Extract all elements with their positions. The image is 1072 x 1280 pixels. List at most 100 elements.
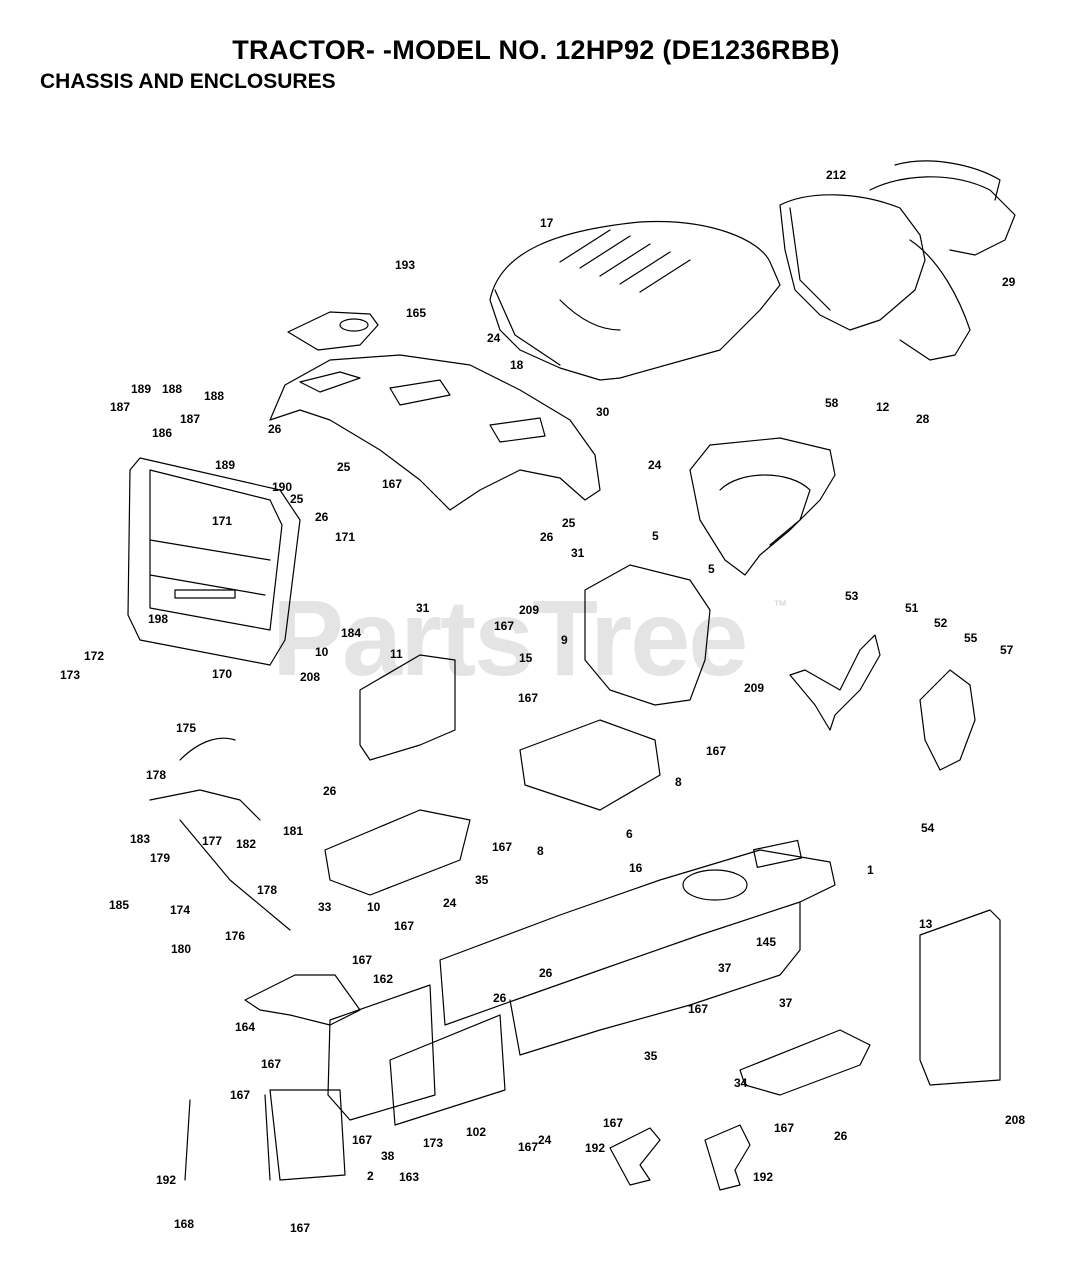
part-number-label: 145 xyxy=(756,935,777,949)
part-number-label: 192 xyxy=(753,1170,774,1184)
step-plate-part xyxy=(325,810,470,895)
part-number-label: 165 xyxy=(406,306,427,320)
cover-164-part xyxy=(245,975,360,1025)
part-number-label: 51 xyxy=(905,601,919,615)
part-number-label: 167 xyxy=(230,1088,251,1102)
part-number-label: 13 xyxy=(919,917,933,931)
part-number-label: 167 xyxy=(352,1133,373,1147)
footrest-part xyxy=(740,1030,870,1095)
bracket-38-right-part xyxy=(705,1125,750,1190)
firewall-plate-part xyxy=(585,565,710,705)
part-number-label: 180 xyxy=(171,942,192,956)
part-number-label: 167 xyxy=(261,1057,282,1071)
side-panel-162-part xyxy=(328,985,435,1120)
part-number-label: 177 xyxy=(202,834,223,848)
part-number-label: 178 xyxy=(257,883,278,897)
part-number-label: 24 xyxy=(487,331,501,345)
part-number-label: 167 xyxy=(774,1121,795,1135)
part-number-label: 37 xyxy=(779,996,793,1010)
part-number-label: 6 xyxy=(626,827,633,841)
part-number-label: 37 xyxy=(718,961,732,975)
heat-shield-part-inner xyxy=(720,475,810,545)
part-number-label: 193 xyxy=(395,258,416,272)
bracket-53-part xyxy=(790,635,880,730)
part-number-label: 209 xyxy=(519,603,540,617)
console-bracket-part xyxy=(360,655,455,760)
part-number-label: 102 xyxy=(466,1125,487,1139)
part-number-label: 18 xyxy=(510,358,524,372)
part-number-label: 26 xyxy=(834,1129,848,1143)
part-number-label: 173 xyxy=(423,1136,444,1150)
part-number-label: 26 xyxy=(493,991,507,1005)
page-title: TRACTOR- -MODEL NO. 12HP92 (DE1236RBB) xyxy=(232,35,840,65)
part-number-label: 5 xyxy=(652,529,659,543)
part-number-label: 171 xyxy=(212,514,233,528)
part-number-label: 208 xyxy=(300,670,321,684)
part-number-label: 52 xyxy=(934,616,948,630)
part-number-label: 58 xyxy=(825,396,839,410)
part-number-label: 182 xyxy=(236,837,257,851)
part-number-label: 26 xyxy=(323,784,337,798)
part-number-label: 26 xyxy=(540,530,554,544)
part-number-label: 1 xyxy=(867,863,874,877)
part-number-label: 167 xyxy=(518,1140,539,1154)
part-number-label: 176 xyxy=(225,929,246,943)
part-number-label: 167 xyxy=(688,1002,709,1016)
part-number-label: 198 xyxy=(148,612,169,626)
part-number-label: 192 xyxy=(585,1141,606,1155)
part-number-label: 53 xyxy=(845,589,859,603)
part-number-label: 8 xyxy=(537,844,544,858)
part-number-label: 175 xyxy=(176,721,197,735)
part-number-label: 187 xyxy=(180,412,201,426)
part-number-label: 25 xyxy=(562,516,576,530)
part-number-label: 173 xyxy=(60,668,81,682)
part-number-label: 164 xyxy=(235,1020,256,1034)
part-number-label: 33 xyxy=(318,900,332,914)
part-number-label: 183 xyxy=(130,832,151,846)
part-number-label: 31 xyxy=(416,601,430,615)
part-number-label: 30 xyxy=(596,405,610,419)
part-number-label: 10 xyxy=(367,900,381,914)
part-number-label: 25 xyxy=(337,460,351,474)
main-frame-part xyxy=(440,840,835,1055)
part-number-label: 212 xyxy=(826,168,847,182)
part-number-label: 167 xyxy=(492,840,513,854)
part-number-label: 167 xyxy=(706,744,727,758)
mount-rod-part xyxy=(185,1095,270,1180)
part-number-label: 24 xyxy=(648,458,662,472)
part-number-label: 5 xyxy=(708,562,715,576)
part-number-label: 185 xyxy=(109,898,130,912)
rear-plate-part xyxy=(920,910,1000,1085)
part-number-label: 181 xyxy=(283,824,304,838)
trademark-symbol: ™ xyxy=(773,597,787,613)
part-number-label: 188 xyxy=(162,382,183,396)
part-number-label: 9 xyxy=(561,633,568,647)
grille-housing-part xyxy=(780,161,1015,360)
hood-part xyxy=(490,222,780,380)
part-number-label: 26 xyxy=(539,966,553,980)
fuel-cap-opening xyxy=(340,319,368,331)
part-number-label: 57 xyxy=(1000,643,1014,657)
heat-shield-part xyxy=(690,438,835,575)
part-number-label: 17 xyxy=(540,216,554,230)
part-number-label: 15 xyxy=(519,651,533,665)
part-number-label: 34 xyxy=(734,1076,748,1090)
part-number-label: 192 xyxy=(156,1173,177,1187)
part-number-label: 170 xyxy=(212,667,233,681)
watermark-logo: PartsTree xyxy=(272,577,748,698)
part-number-label: 184 xyxy=(341,626,362,640)
part-number-label: 167 xyxy=(382,477,403,491)
part-number-label: 162 xyxy=(373,972,394,986)
part-number-label: 28 xyxy=(916,412,930,426)
part-number-label: 35 xyxy=(644,1049,658,1063)
part-number-label: 29 xyxy=(1002,275,1016,289)
part-number-label: 188 xyxy=(204,389,225,403)
linkage-rod-part xyxy=(150,738,290,930)
part-number-label: 31 xyxy=(571,546,585,560)
part-number-label: 26 xyxy=(268,422,282,436)
part-number-label: 168 xyxy=(174,1217,195,1231)
part-number-label: 2 xyxy=(367,1169,374,1183)
part-number-label: 54 xyxy=(921,821,935,835)
